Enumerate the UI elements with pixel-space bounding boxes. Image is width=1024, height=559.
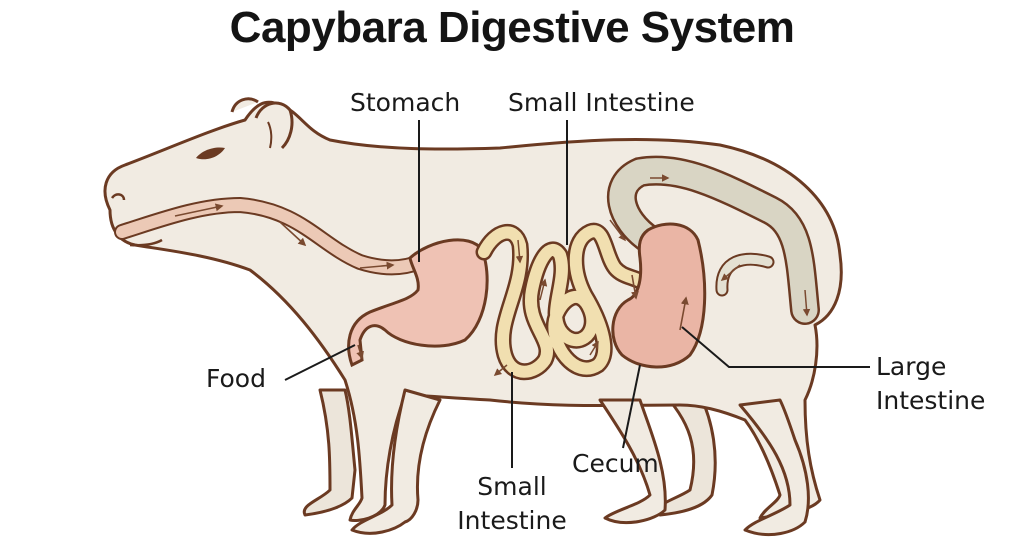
label-small-intestine-bottom-line2: Intestine (457, 506, 567, 535)
label-large-intestine: Large Intestine (876, 350, 985, 418)
label-small-intestine-bottom: Small Intestine (442, 470, 582, 538)
label-small-intestine-top: Small Intestine (508, 88, 695, 117)
label-small-intestine-bottom-line1: Small (477, 472, 547, 501)
cecum (611, 222, 707, 369)
label-stomach: Stomach (350, 88, 461, 117)
nostril (110, 193, 126, 201)
eye (196, 147, 225, 160)
diagram-title: Capybara Digestive System (229, 3, 795, 52)
label-cecum: Cecum (572, 449, 659, 478)
leader-lines (284, 120, 870, 468)
label-large-intestine-line2: Intestine (876, 386, 986, 415)
label-large-intestine-line1: Large (876, 352, 947, 381)
label-food: Food (206, 364, 266, 393)
mouth (129, 238, 163, 247)
small-intestine (475, 222, 659, 381)
ears (230, 97, 294, 150)
near-legs (350, 388, 810, 537)
